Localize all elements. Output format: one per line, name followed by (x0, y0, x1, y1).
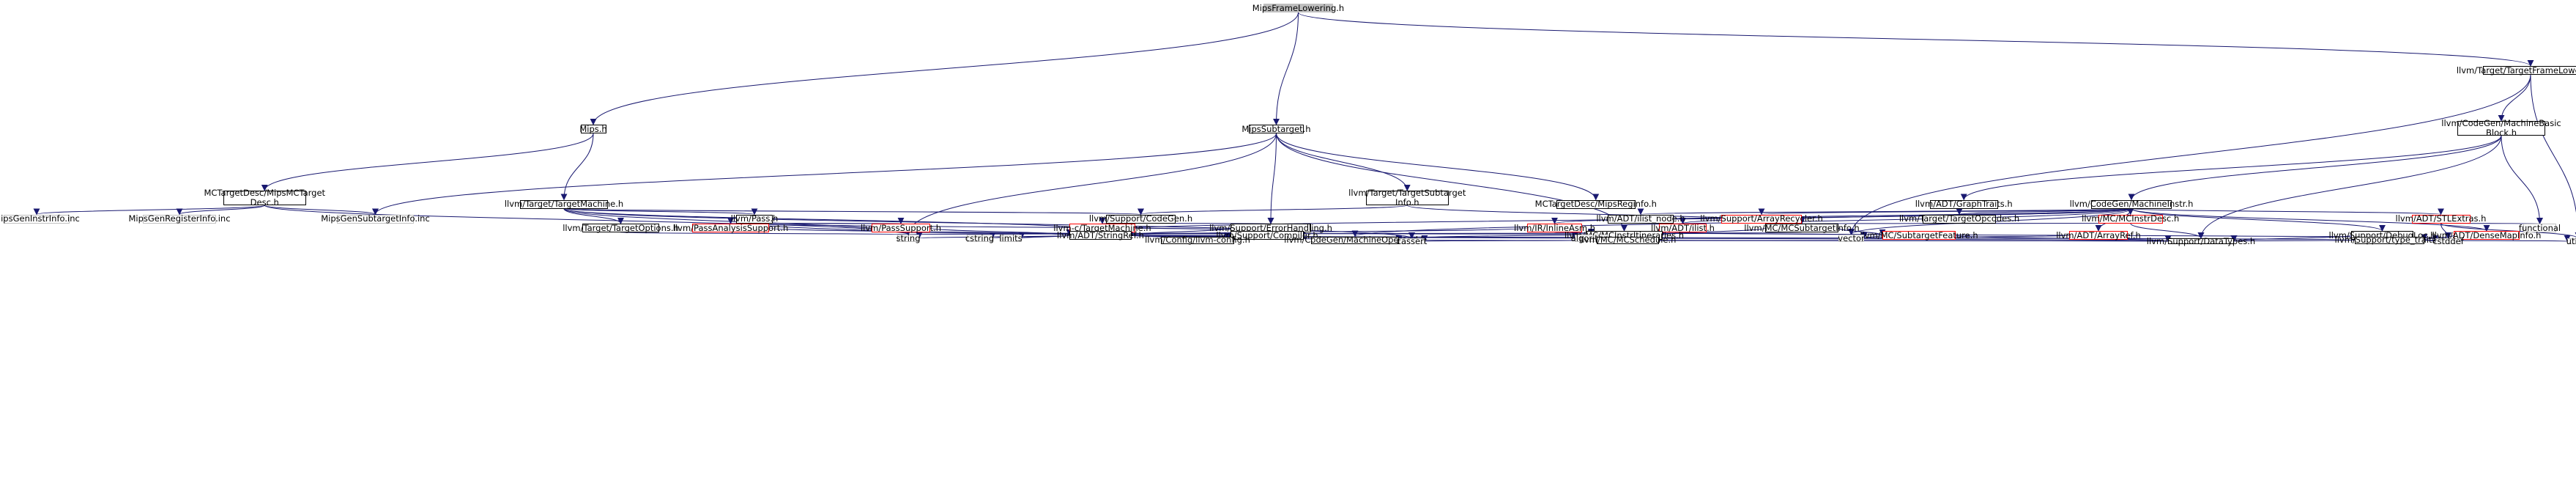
edge-mcsubinfo-to-mcitin (1659, 227, 1766, 236)
edge-typetraits-to-cstddef (2424, 235, 2439, 242)
edge-tm-to-codegen (563, 207, 1143, 216)
edge-mcdesc-to-string (264, 205, 912, 235)
edge-subtarget-to-mcitin (1276, 133, 1627, 232)
node-subtarget-feature[interactable]: llvm/MC/SubtargetFeature.h (1860, 229, 1978, 240)
edge-tfl-to-utility (2530, 74, 2576, 239)
node-mips-gen-instr-info: MipsGenInstrInfo.inc (0, 213, 80, 224)
edge-mcdesc-to-gensub (264, 205, 379, 216)
node-dense-map-info[interactable]: llvm/ADT/DenseMapInfo.h (2432, 229, 2542, 240)
node-ilist-node[interactable]: llvm/ADT/ilist_node.h (1596, 213, 1685, 224)
edge-subtarget-to-string (905, 133, 1277, 235)
edge-mips-to-mcdesc (261, 133, 594, 191)
edge-minstr-to-inlineasm (1551, 208, 2132, 224)
node-target-options[interactable]: llvm/Target/TargetOptions.h (563, 222, 679, 233)
node-mips-gen-register-info: MipsGenRegisterInfo.inc (128, 213, 231, 224)
node-llvm-config[interactable]: llvm/Config/llvm-config.h (1145, 235, 1250, 245)
node-machine-operand[interactable]: llvm/CodeGen/MachineOperand.h (1284, 235, 1426, 245)
edge-stringref-to-limits (1018, 232, 1070, 239)
node-target-machine[interactable]: llvm/Target/TargetMachine.h (504, 199, 624, 209)
edge-subtarget-to-tsi (1276, 133, 1411, 191)
node-machine-basic-block[interactable]: llvm/CodeGen/MachineBasic Block.h (2441, 118, 2561, 138)
node-machine-instr[interactable]: llvm/CodeGen/MachineInstr.h (2069, 199, 2194, 209)
edge-arrayref-to-vector (1861, 232, 2070, 239)
node-compiler[interactable]: llvm/Support/Compiler.h (1216, 229, 1318, 240)
node-pass-support[interactable]: llvm/PassSupport.h (860, 222, 942, 233)
edge-subtarget-to-gensub (372, 133, 1277, 216)
edge-mcdesc-to-genreg (176, 205, 265, 216)
edge-mbb-to-minstr (2128, 135, 2502, 201)
node-array-ref[interactable]: llvm/ADT/ArrayRef.h (2056, 229, 2141, 240)
node-pass[interactable]: llvm/Pass.h (730, 213, 779, 224)
node-support-codegen[interactable]: llvm/Support/CodeGen.h (1088, 213, 1193, 224)
node-string: string (896, 232, 921, 243)
edge-tfl-to-mbb (2498, 74, 2531, 122)
edge-stlextras-to-utility (2440, 223, 2576, 239)
edge-mips-to-tm (560, 133, 594, 201)
edge-tm-to-cassert (563, 208, 1415, 239)
node-cassert: cassert (1396, 235, 1428, 246)
node-mips[interactable]: Mips.h (579, 123, 607, 134)
edge-typetraits-to-utility (2424, 235, 2569, 242)
node-graph-traits[interactable]: llvm/ADT/GraphTraits.h (1915, 199, 2013, 209)
edge-typetraits-to-datatypes (2232, 235, 2356, 242)
edge-tsi-to-codegen (1137, 205, 1408, 216)
edge-mbb-to-datatypes (2197, 135, 2502, 239)
node-limits: limits (999, 232, 1022, 243)
edge-errh-to-stringref (1128, 227, 1231, 236)
edge-minstr-to-topcodes (1956, 208, 2132, 216)
node-inline-asm[interactable]: llvm/IR/InlineAsm.h (1514, 222, 1595, 233)
edge-mbb-to-graphtraits (1960, 135, 2502, 201)
edge-mcsubinfo-to-string (907, 227, 1803, 235)
edge-minstr-to-debugloc (2131, 208, 2386, 232)
edge-tm-to-topts (563, 208, 624, 224)
node-mips-mc-target-desc[interactable]: MCTargetDesc/MipsMCTarget Desc.h (204, 188, 326, 207)
edge-tfl-to-vector (1848, 74, 2531, 235)
edge-mbb-to-functional (2501, 135, 2543, 224)
node-utility: utility (2566, 236, 2576, 246)
edge-mcdesc-to-geninstr (33, 205, 265, 216)
node-vector: vector (1838, 232, 1865, 243)
node-type-traits[interactable]: llvm/Support/type_traits.h (2334, 235, 2445, 245)
edge-subtarget-to-errh (1267, 133, 1277, 224)
node-array-recycler[interactable]: llvm/Support/ArrayRecycler.h (1700, 213, 1823, 224)
node-cstring: cstring (965, 232, 995, 243)
node-mips-gen-subtarget-info: MipsGenSubtargetInfo.inc (321, 213, 430, 224)
edge-minstr-to-densemapinfo (2131, 208, 2490, 232)
node-ilist[interactable]: llvm/ADT/ilist.h (1651, 222, 1715, 233)
edge-root-to-tfl (1298, 12, 2534, 67)
node-mips-reginfo[interactable]: MCTargetDesc/MipsReginfo.h (1534, 199, 1657, 209)
edge-subtarget-to-reginfo (1276, 133, 1600, 201)
node-target-subtarget-info[interactable]: llvm/Target/TargetSubtarget Info.h (1348, 188, 1466, 207)
edge-debugloc-to-datatypes (2230, 235, 2352, 242)
edge-root-to-subtarget (1273, 12, 1299, 125)
edge-root-to-mips (590, 12, 1299, 125)
node-mips-frame-lowering: MipsFrameLowering.h (1252, 2, 1345, 13)
node-mc-schedule[interactable]: llvm/MC/MCSchedule.h (1579, 235, 1677, 245)
edge-minstr-to-stlextras (2131, 207, 2444, 216)
node-target-opcodes[interactable]: llvm/Target/TargetOpcodes.h (1898, 213, 2020, 224)
edge-mcsubfeat-to-datatypes (1955, 235, 2171, 242)
node-string-ref[interactable]: llvm/ADT/StringRef.h (1057, 229, 1144, 240)
edge-mcsubinfo-to-mcsubfeat (1838, 227, 1886, 236)
node-pass-analysis-support[interactable]: llvm/PassAnalysisSupport.h (672, 222, 789, 233)
edge-mcsched-to-datatypes (1658, 235, 2169, 242)
edge-tm-to-pass (563, 208, 757, 216)
edge-densemapinfo-to-typetraits (2421, 234, 2454, 241)
node-cstddef: cstddef (2432, 235, 2464, 246)
node-functional: functional (2518, 222, 2561, 233)
node-target-frame-lowering[interactable]: llvm/Target/TargetFrameLowering.h (2457, 65, 2576, 75)
edge-minstr-to-arrayrecycler (1759, 207, 2132, 216)
node-mc-instr-desc[interactable]: llvm/MC/MCInstrDesc.h (2082, 213, 2180, 224)
node-data-types[interactable]: llvm/Support/DataTypes.h (2146, 235, 2256, 246)
node-mips-subtarget[interactable]: MipsSubtarget.h (1241, 123, 1311, 134)
node-stl-extras[interactable]: llvm/ADT/STLExtras.h (2395, 213, 2487, 224)
edge-topts-to-string (620, 228, 910, 235)
node-mc-subtarget-info[interactable]: llvm/MC/MCSubtargetInfo.h (1744, 222, 1860, 233)
